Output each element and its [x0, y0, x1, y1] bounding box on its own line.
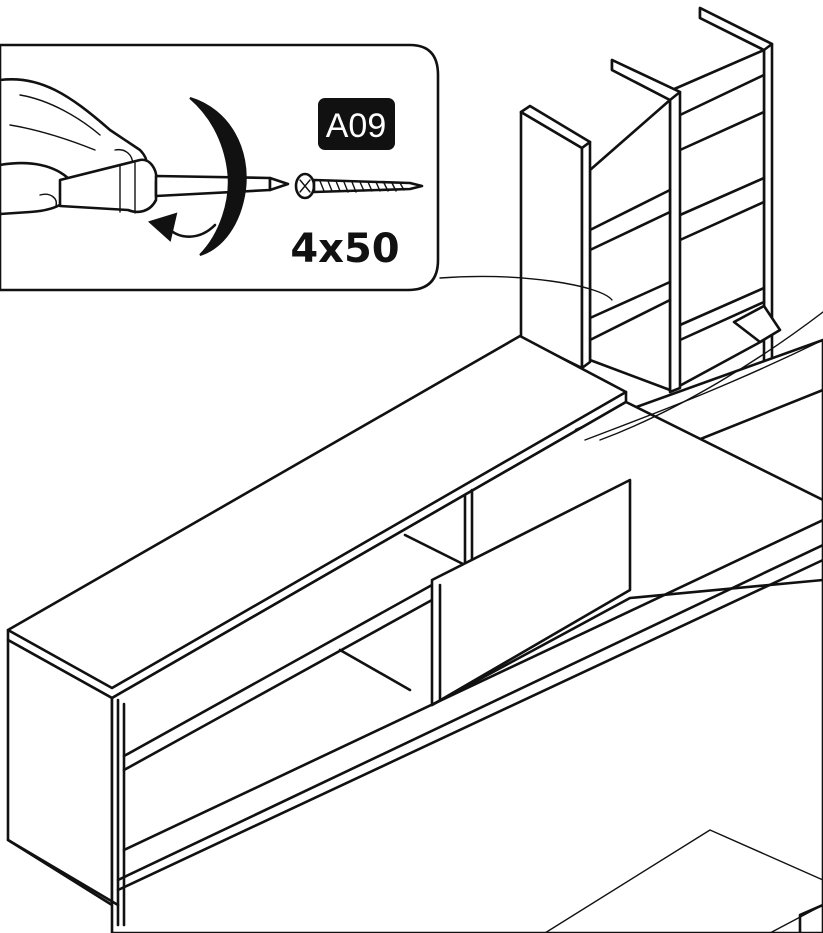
shelf-right-column: [670, 48, 766, 392]
shelf-left-panel: [519, 110, 584, 370]
shelf-unit: [519, 6, 782, 446]
callout-bubble: A09 4x50: [0, 43, 440, 292]
cabinet-drawer: [430, 478, 632, 707]
screw-icon: [294, 172, 424, 200]
clockwise-rotation-arrow-icon: [148, 97, 247, 256]
screw-size-label: 4x50: [290, 226, 399, 272]
callout-pointer-line: [439, 275, 613, 301]
part-code-badge: [318, 98, 395, 150]
part-code-label: A09: [326, 107, 387, 145]
tv-cabinet: [6, 334, 823, 933]
